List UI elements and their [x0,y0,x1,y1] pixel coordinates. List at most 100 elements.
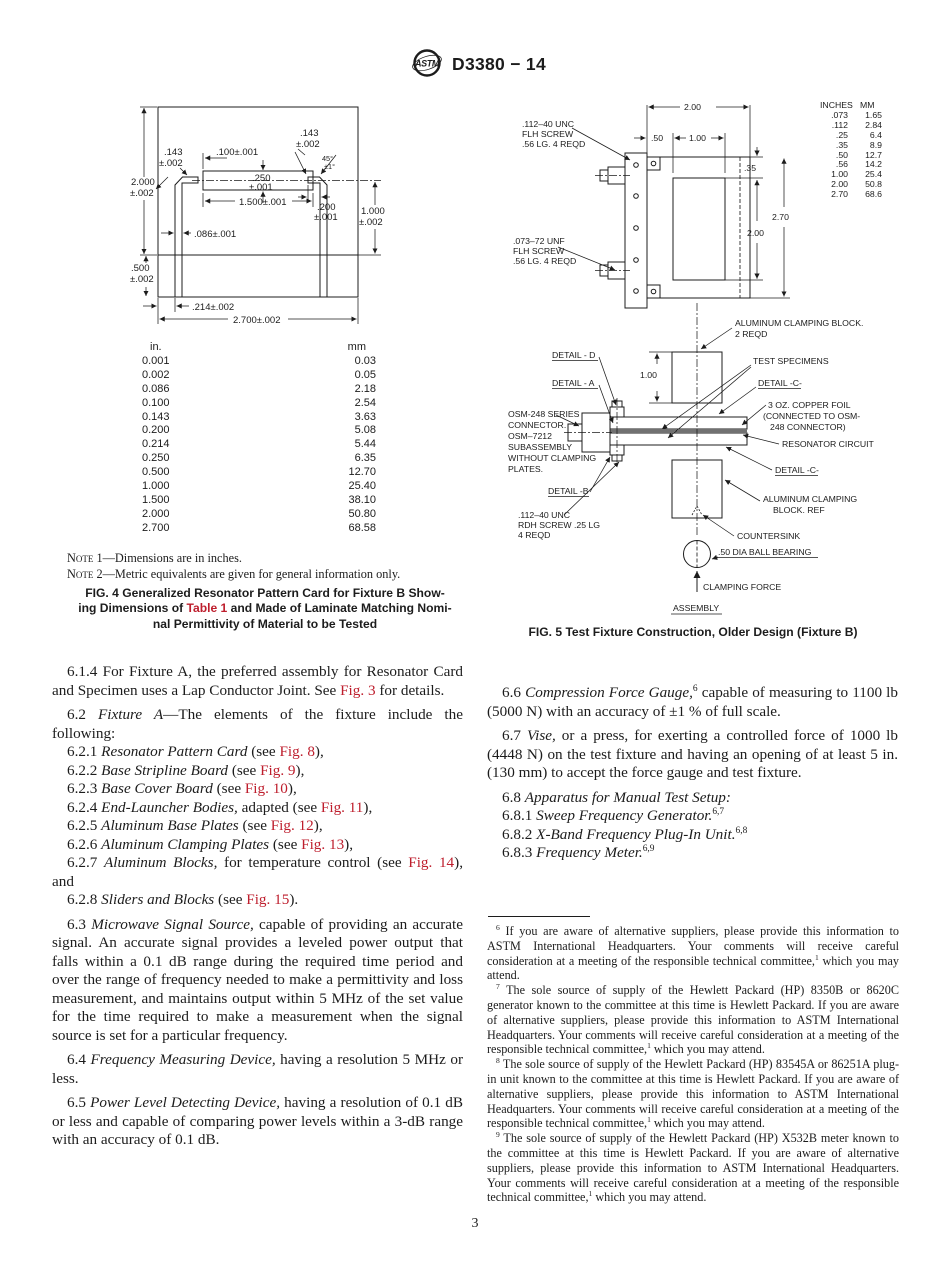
table-cell: 2.70 [831,189,848,200]
table-cell: 50.8 [865,179,882,190]
table-cell: 12.70 [348,466,376,479]
figure-label: RESONATOR CIRCUIT [782,439,875,449]
note-1: Note 1—Dimensions are in inches. [55,551,475,567]
table-cell: 0.05 [354,368,376,381]
para-6-2-6: 6.2.6 Aluminum Clamping Plates (see Fig.… [52,836,463,855]
table-cell: .56 [835,159,848,170]
dim-label: .143 [300,128,319,139]
text-segment: for temperature control (see [217,854,409,871]
dim-label: ±.001 [249,182,273,193]
dim-label: 1.00 [640,370,657,380]
para-6-1-4: 6.1.4 For Fixture A, the preferred assem… [52,663,463,700]
table-cell: 0.200 [142,424,170,437]
text-segment: capable of measuring to 1100 lb (5000 N)… [487,684,898,720]
text-link[interactable]: Fig. 12 [270,817,314,834]
fig4-dimension-lines [140,106,381,324]
astm-logo-text: ASTM [414,59,440,69]
table-cell: 1.00 [831,169,848,180]
figure-label: ASSEMBLY [673,603,719,613]
table-cell: 25.4 [865,169,882,180]
caption-line: FIG. 4 Generalized Resonator Pattern Car… [55,586,475,602]
table-cell: 50.80 [348,507,376,520]
text-segment: 6 [692,683,698,694]
text-segment: Compression Force Gauge, [525,684,693,701]
text-segment: (see [212,780,245,797]
table-cell: 0.001 [142,354,170,367]
text-link[interactable]: Fig. 3 [340,681,376,699]
table-cell: 2.700 [142,521,170,534]
figure-label: 2 REQD [735,329,767,339]
footnote-divider [488,916,590,917]
fig5-assembly-shapes [564,303,748,592]
text-link[interactable]: Fig. 13 [301,835,345,853]
dim-label: 45° [322,154,333,163]
text-segment: 8 [496,1056,500,1066]
text-segment: 1 [588,1189,593,1199]
text-segment: (see [228,761,261,779]
text-segment: which you may attend. [592,1190,707,1205]
text-segment: ), [363,798,373,816]
text-link[interactable]: Fig. 14 [408,854,455,871]
caption-line: ing Dimensions of Table 1 and Made of La… [55,601,475,617]
para-6-8: 6.8 Apparatus for Manual Test Setup: [487,789,898,808]
text-segment: nal Permittivity of Material to be Teste… [152,617,378,631]
text-segment: having a resolution of 0.1 dB or less an… [52,1094,464,1148]
text-segment: —Metric equivalents are given for genera… [102,566,401,581]
table-cell: 6.4 [869,129,882,140]
table-cell: 8.9 [869,139,882,150]
table-cell: .25 [835,129,848,140]
text-segment: 6.2.6 [67,835,102,853]
text-segment: 6.2.8 [67,891,102,908]
text-link[interactable]: Fig. 15 [246,891,290,908]
footnote-9: 9 The sole source of supply of the Hewle… [487,1131,899,1205]
table-cell: 12.7 [865,149,882,160]
text-link[interactable]: Fig. 11 [320,798,364,816]
fig5-test-fixture-drawing: .112–40 UNC FLH SCREW .56 LG. 4 REQD 2.0… [508,102,875,615]
page-header: ASTM D3380 − 14 [0,47,950,83]
text-segment: Vise, [526,727,556,744]
para-6-5: 6.5 Power Level Detecting Device, having… [52,1094,463,1150]
text-segment: ), [313,817,323,834]
figure-label: .112–40 UNC [522,119,574,129]
text-link[interactable]: Fig. 8 [279,743,315,760]
table-row: 1.00 25.4 [820,169,882,180]
figure-label: DETAIL -B [548,486,589,496]
dim-label: 2.70 [772,212,789,222]
text-link[interactable]: Fig. 10 [244,780,288,797]
table-cell: 38.10 [348,493,376,506]
figure-label: DETAIL -C- [758,378,802,388]
text-segment: 6.8 [502,788,525,806]
body-column-right: 6.6 Compression Force Gauge,6 capable of… [487,684,898,863]
table-cell: 0.250 [142,452,170,465]
text-link[interactable]: Fig. 9 [260,761,296,779]
text-segment: If you are aware of alternative supplier… [487,924,899,968]
text-link[interactable]: Table 1 [186,601,228,616]
figure-label: FLH SCREW [522,129,574,139]
table-header: INCHES MM [820,100,882,111]
table-cell: 14.2 [865,159,882,170]
column-header: mm [347,341,366,353]
fig4-notes: Note 1—Dimensions are in inches. Note 2—… [55,551,475,633]
figure-label: FLH SCREW [513,246,565,256]
table-cell: 2.000 [142,507,170,520]
dim-label: 2.00 [747,228,764,238]
dim-label: .143 [164,147,183,158]
text-segment: 6.8.2 [502,825,537,843]
figure-label: PLATES. [508,464,543,474]
table-cell: 3.63 [354,410,376,423]
text-segment: Aluminum Blocks, [104,854,218,871]
dim-label: .200 [317,202,336,213]
dim-label: ±.001 [314,212,338,223]
text-segment: 6.7 [502,727,527,744]
dim-label: ±.002 [296,139,320,150]
table-cell: 6.35 [354,452,376,465]
